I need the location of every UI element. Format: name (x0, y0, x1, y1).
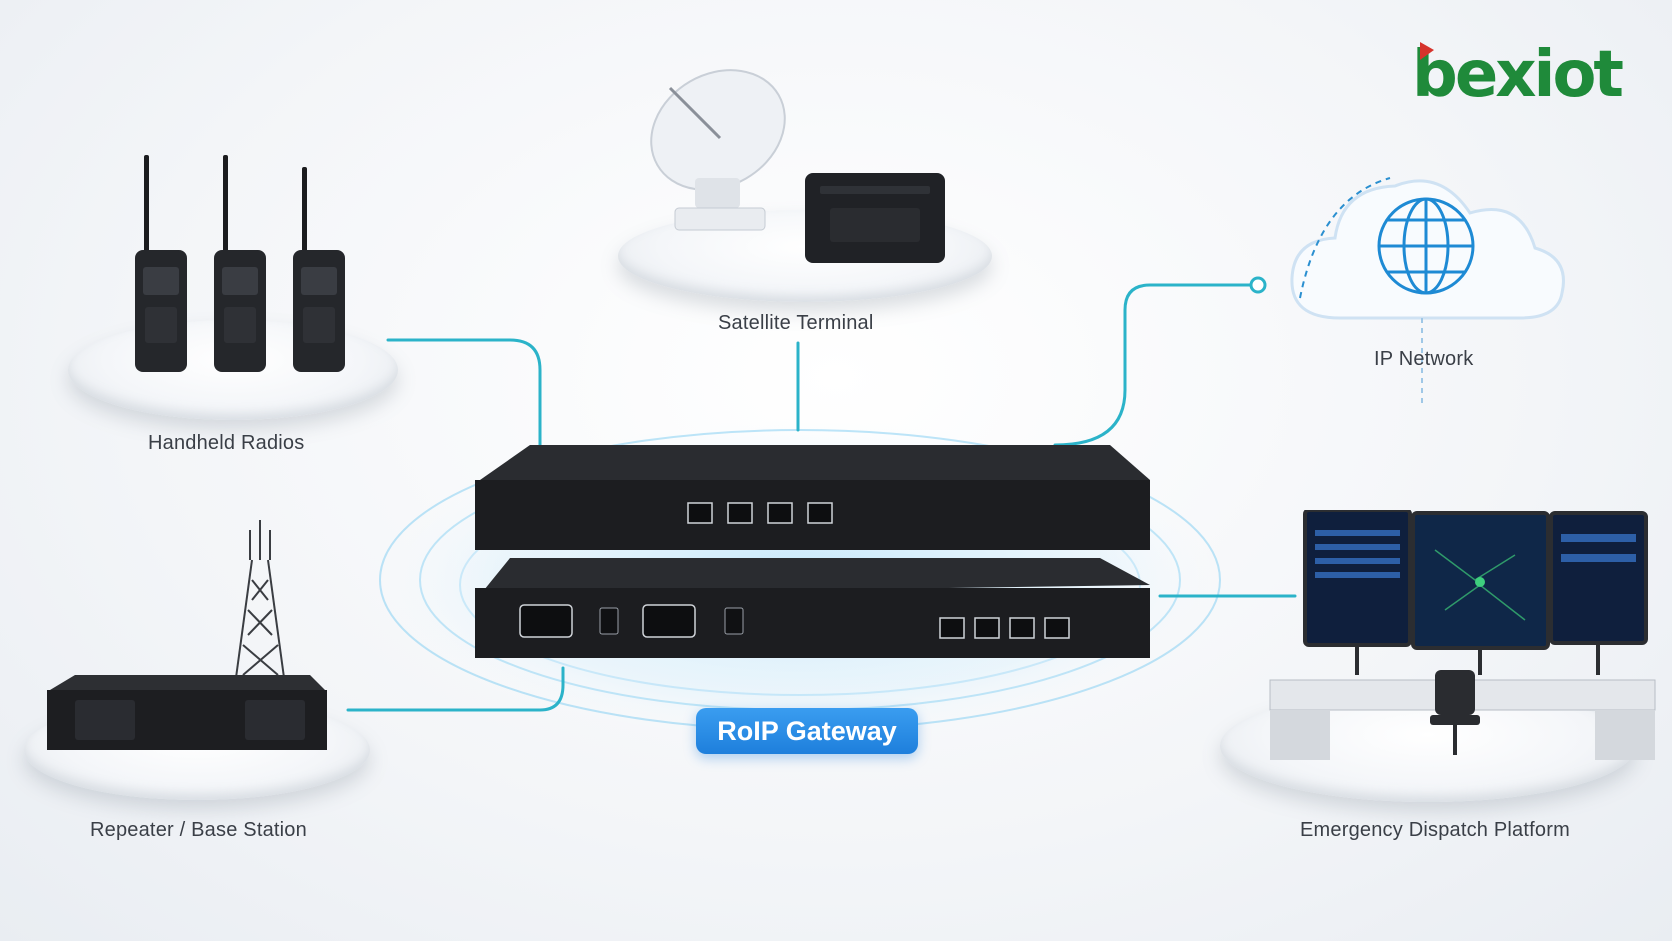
ip-network-label: IP Network (1374, 348, 1474, 370)
bexiot-logo: bexiot (1412, 38, 1624, 112)
link-handheld (386, 338, 542, 447)
link-repeater (346, 666, 565, 712)
globe-icon (1377, 197, 1475, 295)
dispatch-console-icon (1269, 510, 1656, 760)
office-chair-icon (1430, 670, 1480, 755)
logo-accent-icon (1420, 42, 1434, 60)
satellite-label: Satellite Terminal (718, 312, 874, 334)
antenna-tower-icon (234, 520, 286, 686)
dispatch-label: Emergency Dispatch Platform (1300, 819, 1570, 841)
roip-gateway-badge: RoIP Gateway (696, 708, 918, 754)
repeater-label: Repeater / Base Station (90, 819, 307, 841)
link-ip-node (1249, 276, 1267, 294)
handheld-label: Handheld Radios (148, 432, 305, 454)
link-ip (1053, 283, 1260, 447)
cloud-icon (1290, 177, 1565, 403)
repeater-base-station-icon (47, 520, 327, 750)
roip-gateway-device (475, 445, 1150, 658)
satellite-dish-icon (650, 69, 945, 263)
handheld-radios-icon (135, 155, 345, 372)
